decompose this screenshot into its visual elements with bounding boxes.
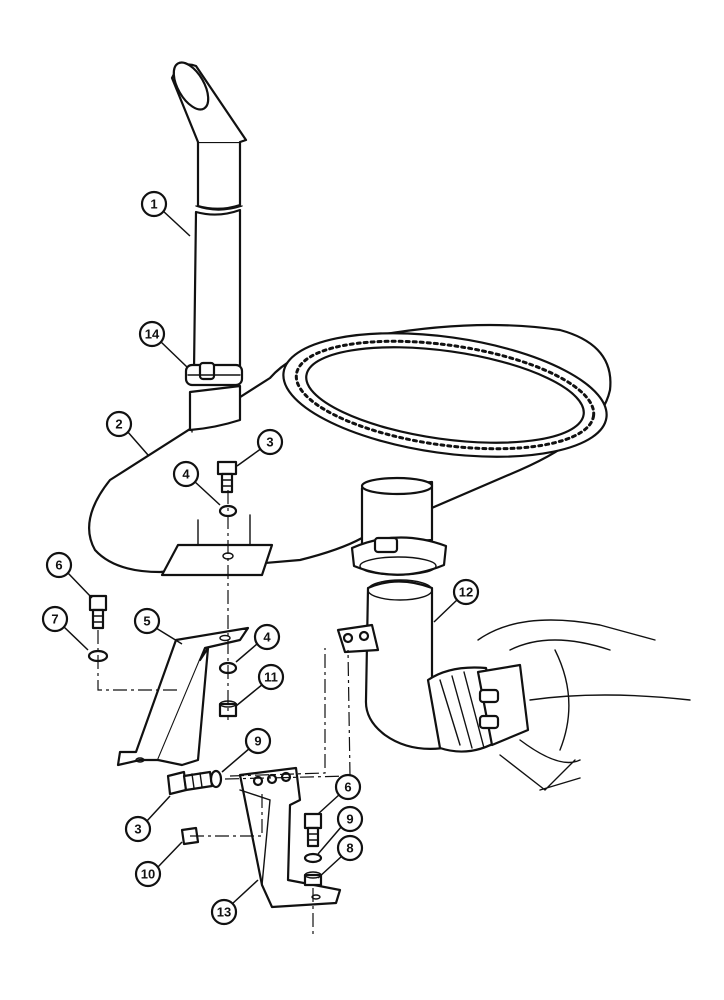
callout-8: 8 [336, 834, 364, 862]
nut-right [303, 871, 323, 887]
bolt-right [303, 812, 323, 848]
callout-6-left: 6 [45, 551, 73, 579]
muffler-body [88, 323, 612, 574]
callout-label: 6 [344, 780, 351, 795]
callout-label: 4 [263, 630, 271, 645]
callout-label: 2 [115, 417, 122, 432]
callout-label: 8 [346, 841, 353, 856]
callout-13: 13 [210, 898, 238, 926]
muffler-mounting-plate [160, 514, 274, 577]
callout-5: 5 [133, 607, 161, 635]
callout-6-right: 6 [334, 773, 362, 801]
callout-label: 5 [143, 614, 150, 629]
callout-4-top: 4 [172, 460, 200, 488]
callout-1: 1 [140, 190, 168, 218]
washer-right [303, 852, 323, 864]
callout-3-lower: 3 [124, 815, 152, 843]
callout-label: 9 [254, 734, 261, 749]
callout-9-upper: 9 [244, 727, 272, 755]
callout-label: 11 [264, 670, 278, 685]
callout-label: 9 [346, 812, 353, 827]
mounting-bracket-right [238, 766, 342, 909]
callout-7: 7 [41, 605, 69, 633]
callout-label: 6 [55, 558, 62, 573]
mounting-bracket-left [116, 626, 250, 767]
callout-label: 10 [141, 867, 155, 882]
exhaust-stack-pipe [170, 61, 248, 372]
callout-label: 4 [182, 467, 190, 482]
callout-label: 1 [150, 197, 157, 212]
callout-label: 14 [145, 327, 160, 342]
callout-4-lower: 4 [253, 623, 281, 651]
callout-label: 7 [51, 612, 58, 627]
callout-label: 3 [134, 822, 141, 837]
callout-14: 14 [138, 320, 166, 348]
bolt-horizontal [166, 770, 214, 796]
bolt-top [216, 460, 238, 494]
callout-11: 11 [257, 663, 285, 691]
washer-horizontal [209, 769, 223, 789]
callout-10: 10 [134, 860, 162, 888]
turbo-connection [426, 619, 691, 791]
callout-label: 12 [459, 585, 473, 600]
callout-9-lower: 9 [336, 805, 364, 833]
stack-clamp [184, 361, 244, 387]
callout-2: 2 [105, 410, 133, 438]
callout-label: 3 [266, 435, 273, 450]
callout-label: 13 [217, 905, 231, 920]
muffler-outlet-pipe [350, 476, 448, 576]
bolt-left [88, 594, 108, 630]
callout-12: 12 [452, 578, 480, 606]
callout-3-top: 3 [256, 428, 284, 456]
leader-lines [62, 209, 459, 905]
